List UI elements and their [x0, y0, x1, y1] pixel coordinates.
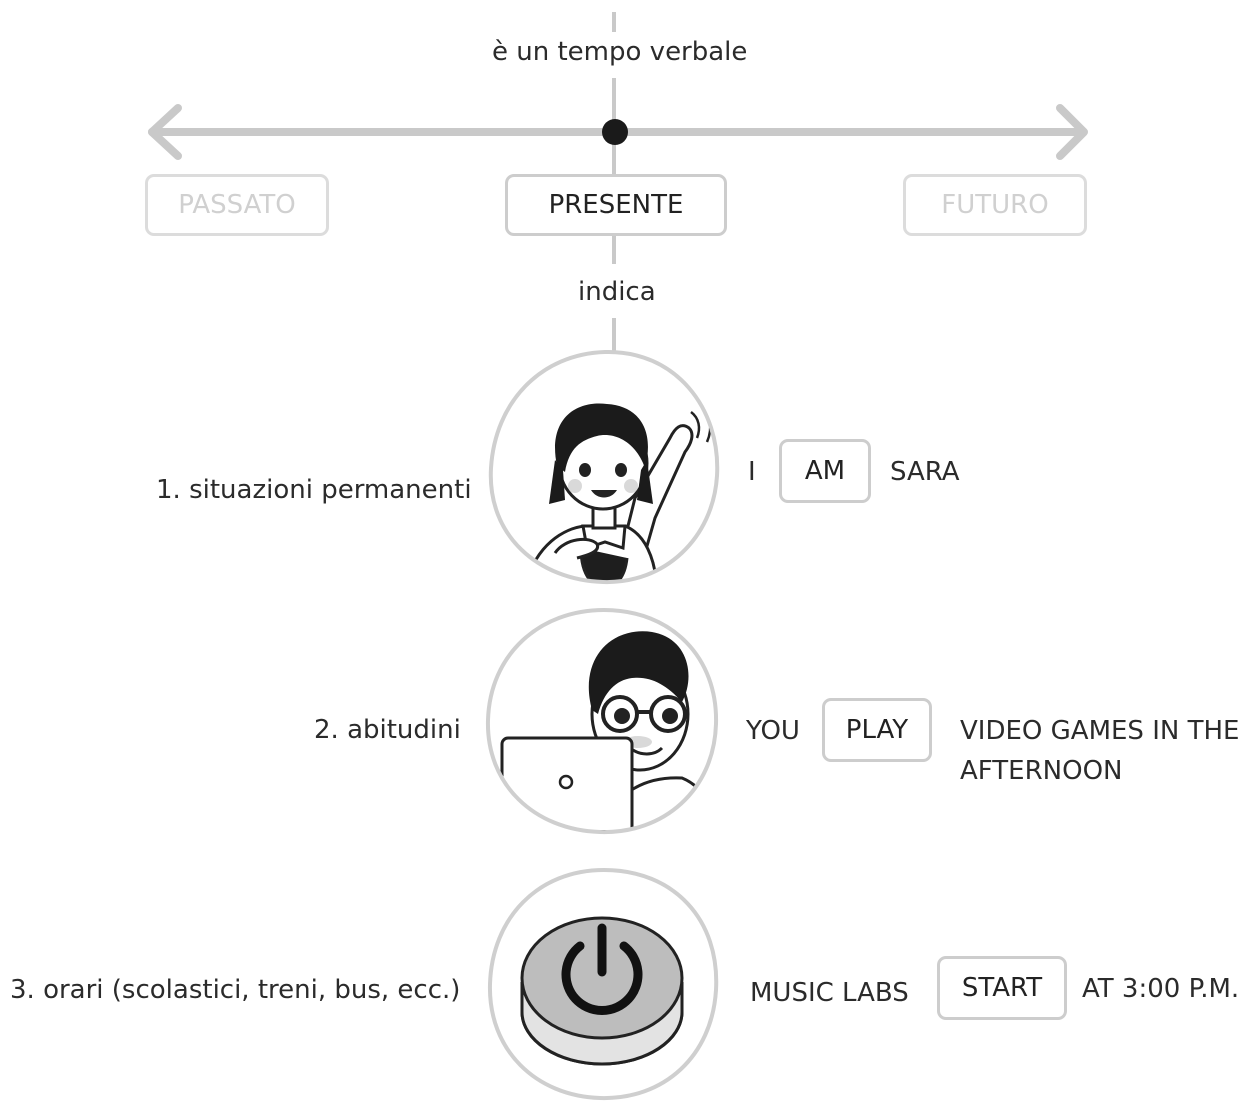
boy-laptop-icon — [485, 607, 719, 835]
connector-top — [612, 12, 616, 32]
use-3-verb-box: START — [937, 956, 1067, 1020]
use-2-subject: YOU — [746, 716, 800, 746]
use-1-subject: I — [748, 457, 756, 487]
past-box: PASSATO — [145, 174, 329, 236]
connector-label: indica — [578, 277, 656, 307]
use-1-verb-box: AM — [779, 439, 871, 503]
connector-present-to-indica — [612, 234, 616, 264]
use-3-subject: MUSIC LABS — [750, 978, 909, 1008]
present-box: PRESENTE — [505, 174, 727, 236]
use-1-label: 1. situazioni permanenti — [156, 475, 472, 505]
header-label: è un tempo verbale — [492, 37, 748, 67]
present-dot — [602, 119, 628, 145]
connector-indica-to-uses — [612, 318, 616, 354]
use-2-label: 2. abitudini — [314, 715, 461, 745]
use-2-verb-box: PLAY — [822, 698, 932, 762]
use-2-rest-line-1: VIDEO GAMES IN THE — [960, 716, 1240, 746]
future-box: FUTURO — [903, 174, 1087, 236]
use-3-rest: AT 3:00 P.M. — [1082, 974, 1240, 1004]
power-button-icon — [487, 867, 719, 1101]
use-1-rest: SARA — [890, 457, 960, 487]
use-3-label: 3. orari (scolastici, treni, bus, ecc.) — [10, 975, 461, 1005]
timeline-arrow — [148, 104, 1088, 160]
girl-waving-icon — [488, 349, 720, 585]
use-2-rest-line-2: AFTERNOON — [960, 756, 1123, 786]
